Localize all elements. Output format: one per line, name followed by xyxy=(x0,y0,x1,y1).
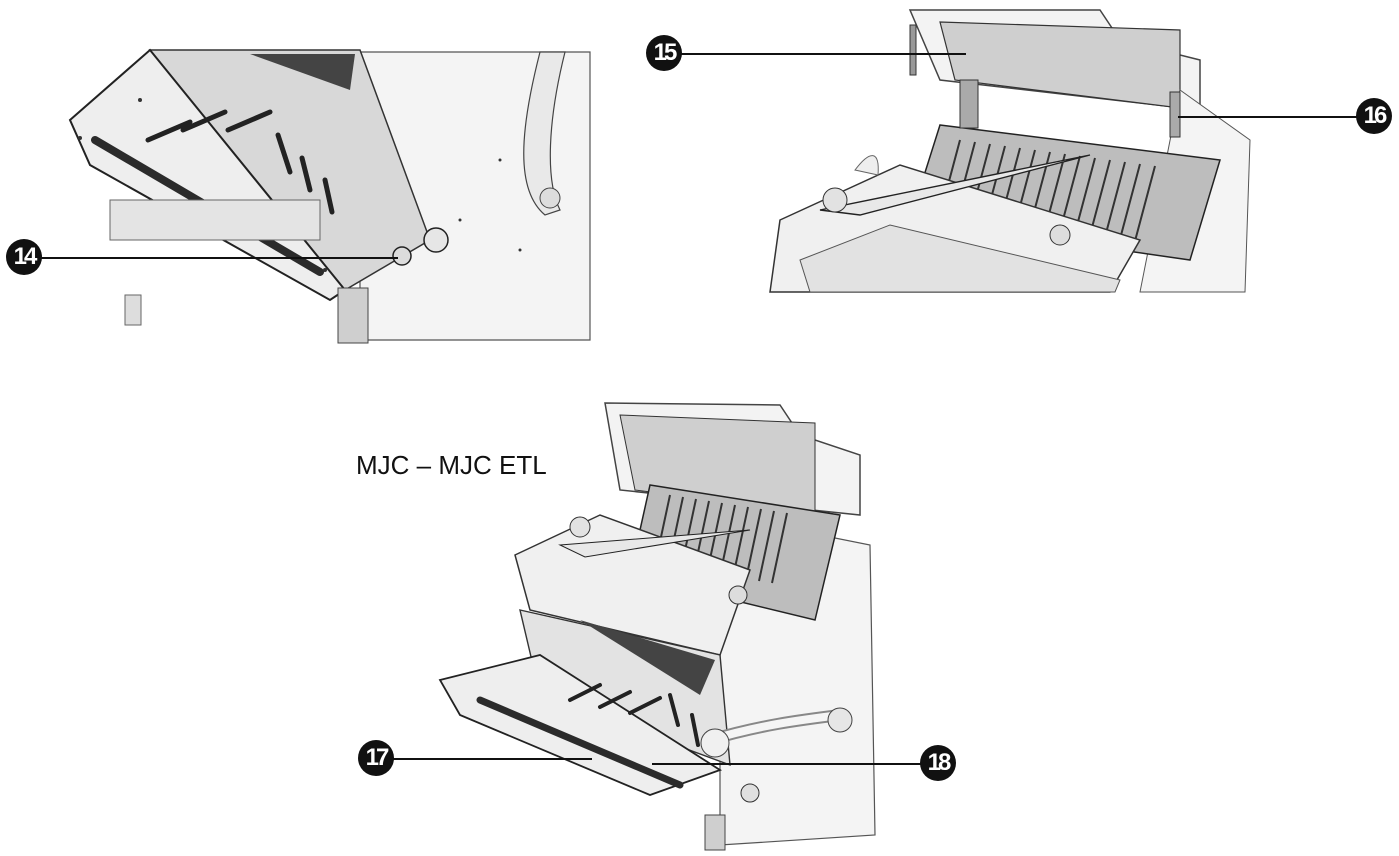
figure-full-machine-view xyxy=(420,395,890,855)
callout-18: 18 xyxy=(920,745,956,781)
leader-line-15 xyxy=(680,53,966,55)
callout-17: 17 xyxy=(358,740,394,776)
callout-16: 16 xyxy=(1356,98,1392,134)
open-lid-drawing xyxy=(769,9,1251,293)
leader-line-16 xyxy=(1178,116,1364,118)
leader-line-18 xyxy=(652,763,924,765)
leader-line-14 xyxy=(40,257,398,259)
callout-15: 15 xyxy=(646,35,682,71)
leader-line-17 xyxy=(392,758,592,760)
callout-14: 14 xyxy=(6,239,42,275)
figure-open-lid-view xyxy=(760,0,1260,295)
full-machine-drawing xyxy=(438,402,876,851)
figure-front-view xyxy=(0,40,600,370)
model-label: MJC – MJC ETL xyxy=(356,450,547,480)
front-view-drawing xyxy=(68,48,591,344)
